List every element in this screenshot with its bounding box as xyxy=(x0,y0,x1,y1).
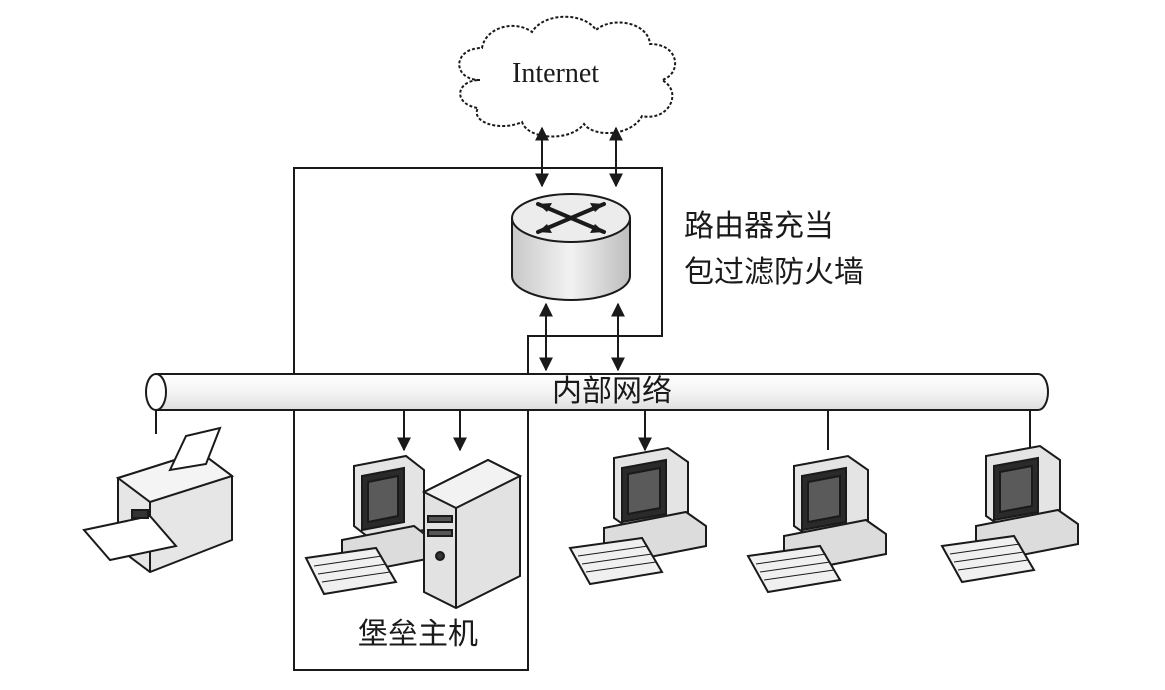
printer-icon xyxy=(82,426,235,574)
desktop-computer-icon xyxy=(940,444,1079,584)
router-network-links xyxy=(539,302,625,372)
internal-network-label: 内部网络 xyxy=(552,374,672,409)
bus-drops xyxy=(155,410,1031,452)
internet-label: Internet xyxy=(512,58,600,89)
router-icon xyxy=(511,193,631,301)
firewall-boundary xyxy=(293,167,663,671)
desktop-computer-icon xyxy=(304,454,433,596)
bastion-host-label: 堡垒主机 xyxy=(358,617,478,652)
desktop-computer-icon xyxy=(746,454,887,594)
cloud-router-links xyxy=(535,126,623,188)
desktop-computer-icon xyxy=(568,446,707,586)
network-bus xyxy=(145,373,1049,411)
cloud-icon xyxy=(458,15,677,138)
router-label-line2: 包过滤防火墙 xyxy=(684,255,864,290)
router-label-line1: 路由器充当 xyxy=(684,209,834,244)
server-tower-icon xyxy=(421,458,523,610)
